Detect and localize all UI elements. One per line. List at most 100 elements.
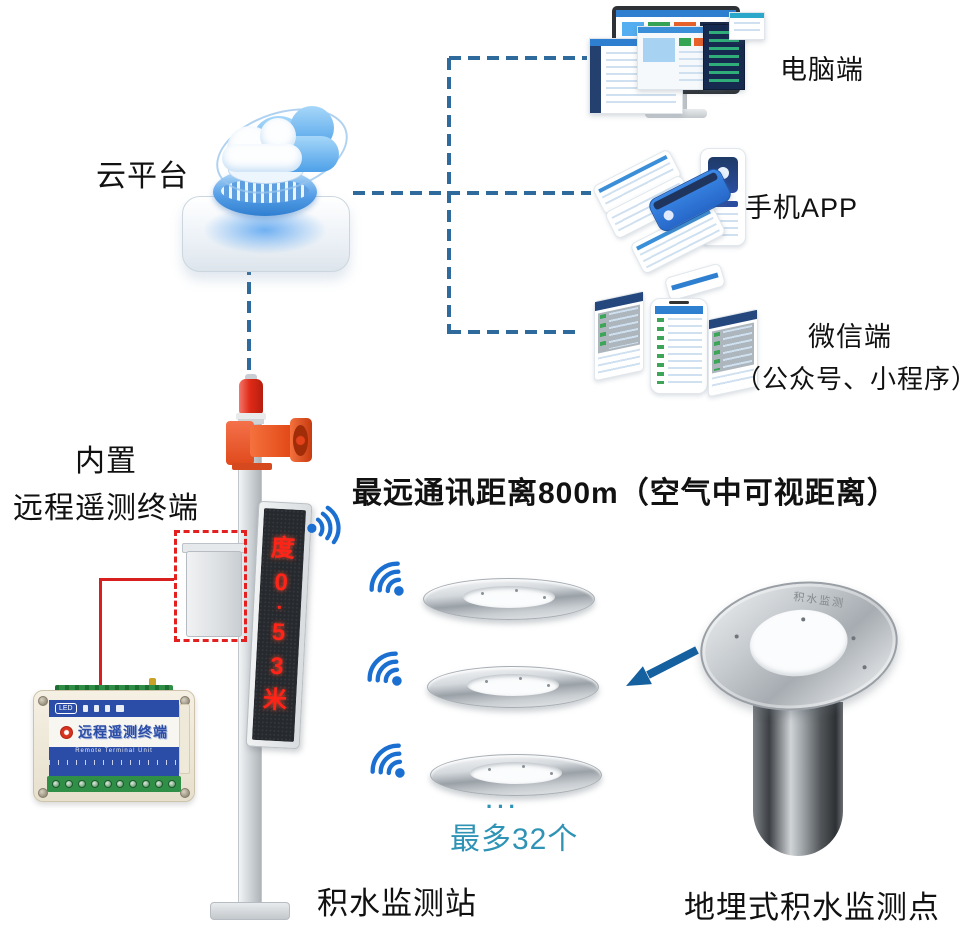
wechat-label: 微信端 （公众号、小程序） bbox=[735, 315, 965, 396]
sensor-disc bbox=[430, 754, 602, 796]
disc-hole-dot bbox=[550, 772, 553, 775]
connector-cloud-to-wechat bbox=[449, 330, 575, 334]
mobile-app-label: 手机APP bbox=[745, 193, 859, 223]
led-char: 米 bbox=[262, 686, 288, 715]
window-big-tile bbox=[643, 38, 675, 62]
window-header-bar bbox=[730, 13, 764, 18]
window-rows bbox=[734, 22, 760, 36]
alarm-horn-bracket bbox=[226, 421, 254, 465]
beacon-tip bbox=[245, 374, 257, 381]
terminal-screw-icon bbox=[51, 780, 60, 788]
wechat-screen-left bbox=[594, 290, 644, 382]
sensor-disc bbox=[423, 578, 595, 620]
sensor-disc bbox=[427, 666, 599, 708]
indicator-icon bbox=[93, 705, 99, 712]
screw-icon bbox=[38, 788, 48, 798]
led-panel: 度 0 · 5 3 米 bbox=[251, 508, 307, 742]
terminal-screw-icon bbox=[103, 780, 112, 788]
terminal-screw-icon bbox=[90, 780, 99, 788]
floating-window-small bbox=[729, 12, 765, 40]
builtin-rtu-label: 内置 远程遥测终端 bbox=[8, 436, 204, 527]
led-char: 5 bbox=[271, 618, 286, 647]
wechat-phone-center bbox=[650, 298, 708, 394]
window-sidebar bbox=[590, 46, 601, 113]
led-char: 3 bbox=[269, 652, 285, 681]
floating-window-dark bbox=[703, 24, 745, 90]
buried-point-caption: 地埋式积水监测点 bbox=[684, 890, 940, 925]
window-tile bbox=[679, 38, 691, 46]
wechat-illustration bbox=[588, 262, 758, 398]
distance-note: 最远通讯距离800m（空气中可视距离） bbox=[352, 477, 898, 510]
rtu-side-slot bbox=[179, 704, 190, 774]
terminal-screw-icon bbox=[142, 780, 151, 788]
builtin-label-line1: 内置 bbox=[75, 445, 137, 478]
disc-hole-dot bbox=[547, 684, 550, 687]
led-char: 度 bbox=[270, 534, 296, 563]
indicator-icon bbox=[104, 705, 110, 712]
terminal-screw-icon bbox=[155, 780, 164, 788]
terminal-screw-icon bbox=[168, 780, 177, 788]
phone-speaker bbox=[669, 301, 689, 304]
screen-rows bbox=[609, 306, 638, 350]
pc-terminal-illustration bbox=[585, 2, 765, 127]
connector-branch-vertical bbox=[447, 58, 451, 334]
disc-center bbox=[467, 674, 559, 696]
wifi-icon bbox=[302, 503, 348, 549]
wechat-top-card bbox=[663, 262, 727, 302]
wifi-icon bbox=[359, 551, 418, 610]
disc-hole-dot bbox=[481, 592, 484, 595]
disc-hole-dot bbox=[488, 768, 491, 771]
ellipsis-dots: ··· bbox=[486, 794, 520, 819]
screw-icon bbox=[38, 696, 48, 706]
screw-icon bbox=[180, 788, 190, 798]
connector-cloud-to-pc bbox=[449, 56, 587, 60]
cloud-icon bbox=[222, 144, 302, 172]
cloud-platform-label: 云平台 bbox=[96, 160, 189, 193]
arrow-icon bbox=[626, 646, 699, 686]
green-squares bbox=[657, 318, 664, 384]
screen-body bbox=[598, 304, 640, 354]
antenna-connector bbox=[149, 678, 156, 688]
disc-center bbox=[463, 586, 555, 608]
window-header-bar bbox=[590, 39, 682, 46]
max-nodes-label: 最多32个 bbox=[450, 823, 579, 856]
highlight-connector-vertical bbox=[99, 578, 102, 690]
terminal-screw-icon bbox=[64, 780, 73, 788]
screen-rows bbox=[668, 318, 702, 384]
buried-sensor-disc: 积水监测 bbox=[693, 572, 905, 720]
window-header-bar bbox=[638, 27, 722, 33]
wechat-label-line1: 微信端 bbox=[808, 322, 892, 352]
builtin-label-line2: 远程遥测终端 bbox=[13, 492, 199, 525]
rtu-subtitle: Remote Terminal Unit bbox=[49, 747, 179, 756]
buried-sensor-cylinder bbox=[753, 702, 843, 856]
rtu-lower-band bbox=[49, 756, 179, 776]
green-squares bbox=[714, 331, 720, 372]
disc-hole-dot bbox=[522, 765, 525, 768]
usb-icon bbox=[115, 705, 124, 712]
terminal-screw-icon bbox=[129, 780, 138, 788]
phone-row bbox=[708, 201, 738, 207]
card-stripe bbox=[671, 272, 719, 291]
pc-terminal-label: 电脑端 bbox=[780, 55, 864, 85]
rtu-top-band: LED bbox=[49, 700, 179, 717]
screen-header-bar bbox=[616, 10, 736, 17]
alarm-horn-body bbox=[250, 425, 296, 457]
station-caption: 积水监测站 bbox=[317, 886, 477, 921]
brand-logo-icon bbox=[60, 725, 73, 739]
disc-hole-dot bbox=[515, 589, 518, 592]
mobile-app-illustration bbox=[591, 146, 757, 276]
rtu-nameplate: 远程遥测终端 bbox=[49, 717, 179, 747]
rtu-terminal-bottom bbox=[47, 776, 181, 792]
terminal-screw-icon bbox=[116, 780, 125, 788]
alarm-horn-foot bbox=[232, 463, 272, 470]
highlight-connector-horizontal bbox=[99, 578, 174, 581]
led-char: · bbox=[275, 596, 284, 620]
connector-cloud-to-station bbox=[247, 263, 251, 383]
disc-hole-dot bbox=[485, 680, 488, 683]
disc-center bbox=[470, 762, 562, 784]
screen-header bbox=[655, 306, 703, 314]
led-char: 0 bbox=[273, 568, 289, 597]
phone-dot bbox=[661, 208, 676, 223]
telemetry-enclosure bbox=[186, 551, 242, 637]
